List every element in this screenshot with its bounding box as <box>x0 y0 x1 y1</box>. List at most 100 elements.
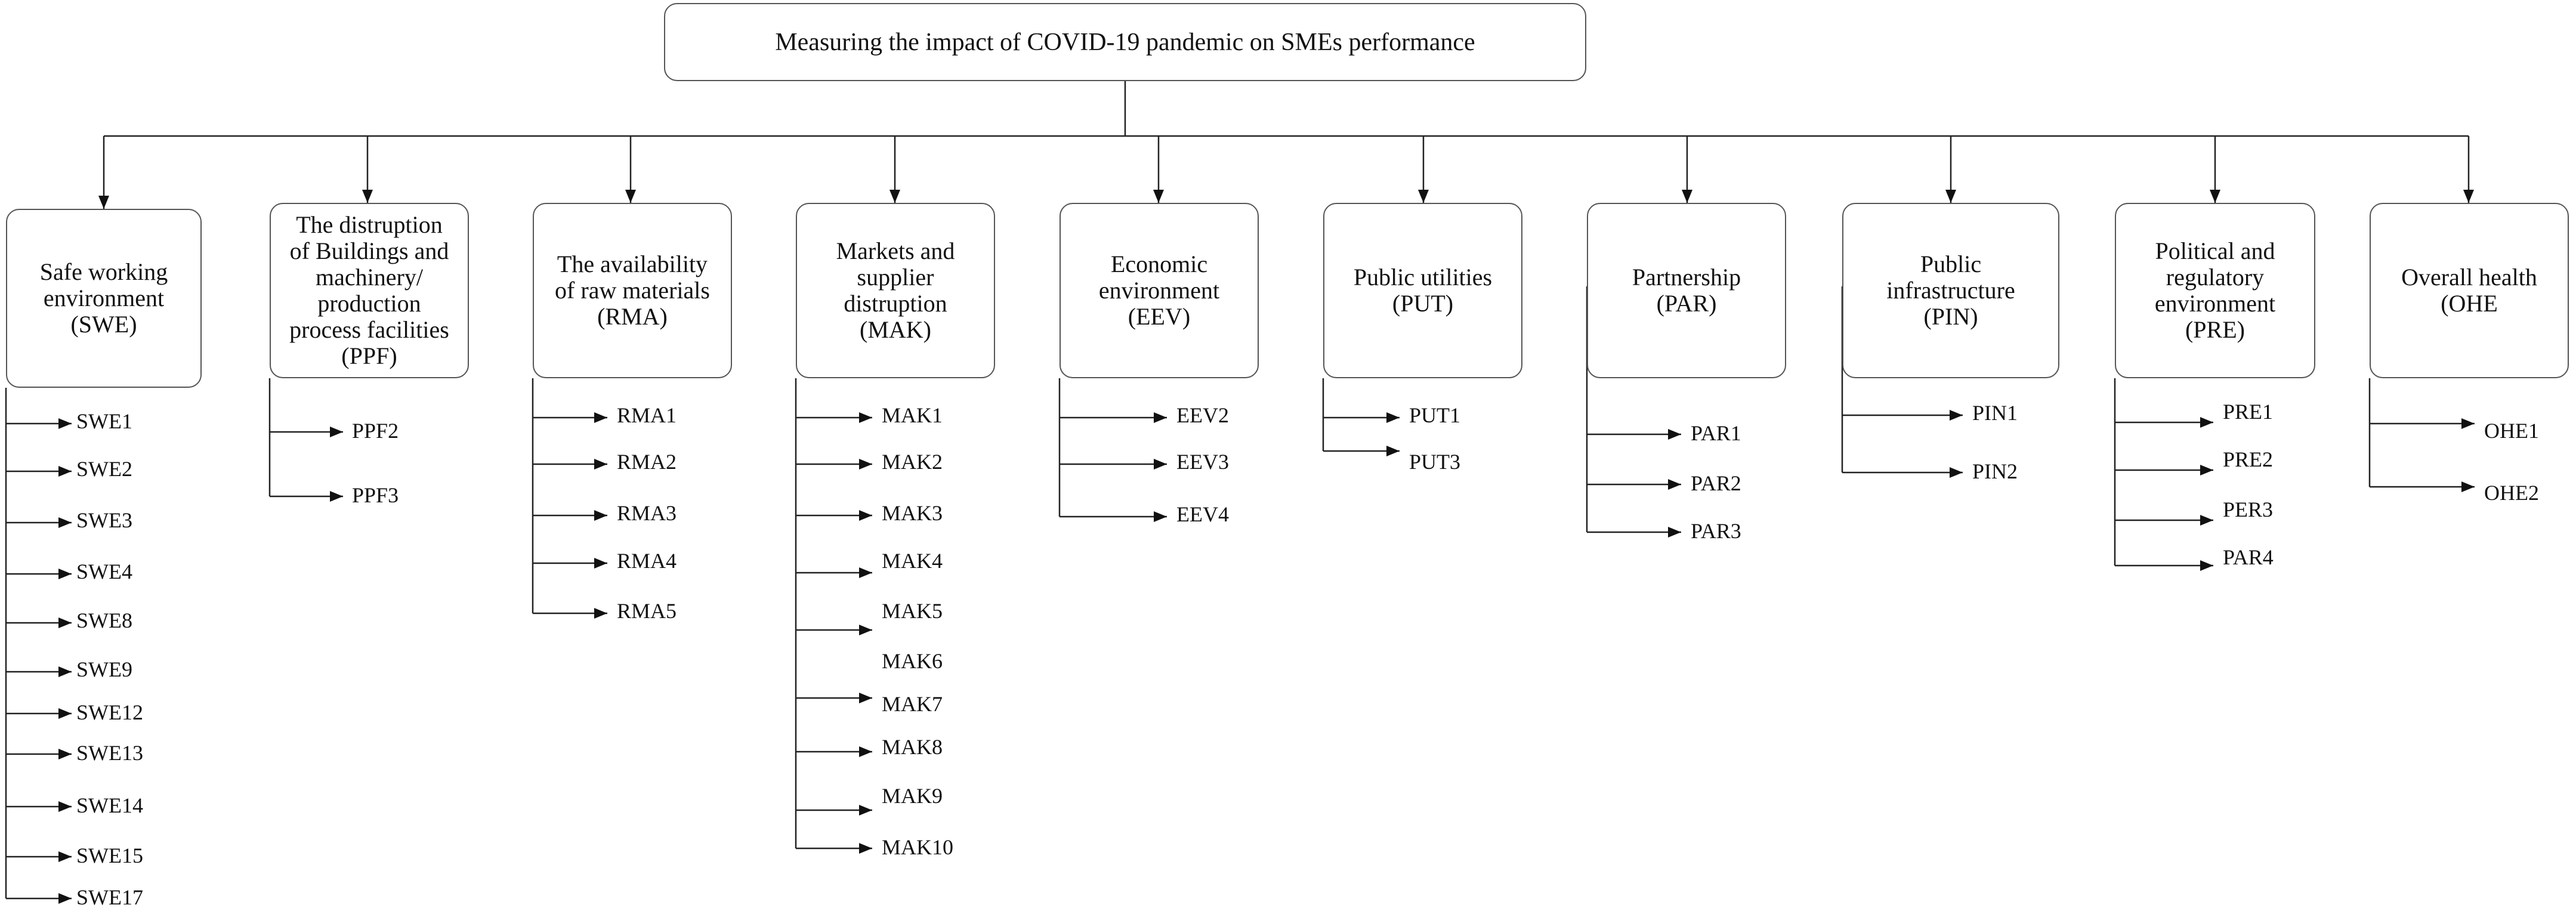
arrowhead-right <box>330 491 343 502</box>
item-label: MAK1 <box>882 403 943 427</box>
arrowhead-right <box>330 427 343 437</box>
arrowhead-right <box>58 617 72 628</box>
arrowhead-right <box>1154 459 1167 470</box>
arrowhead-right <box>58 749 72 759</box>
item-label: SWE4 <box>76 560 132 583</box>
category-box-pin: Public infrastructure (PIN) <box>1842 203 2059 378</box>
item-label: SWE1 <box>76 409 132 433</box>
root-title: Measuring the impact of COVID-19 pandemi… <box>775 28 1475 56</box>
item-label: SWE15 <box>76 844 143 867</box>
arrowhead-down <box>1153 190 1164 203</box>
item-label: MAK2 <box>882 450 943 474</box>
arrowhead-right <box>859 805 872 816</box>
item-label: SWE2 <box>76 457 132 481</box>
item-label: MAK7 <box>882 692 943 716</box>
arrowhead-right <box>1950 410 1963 421</box>
item-label: RMA4 <box>617 549 677 573</box>
arrowhead-right <box>859 746 872 757</box>
arrowhead-right <box>859 567 872 578</box>
category-title-eev: Economic environment (EEV) <box>1098 251 1220 330</box>
category-title-ppf: The distruption of Buildings and machine… <box>289 211 449 369</box>
arrowhead-right <box>594 412 607 423</box>
arrowhead-down <box>889 190 900 203</box>
arrowhead-down <box>1682 190 1692 203</box>
category-box-par: Partnership (PAR) <box>1587 203 1786 378</box>
category-title-put: Public utilities (PUT) <box>1353 264 1493 317</box>
category-title-rma: The availability of raw materials (RMA) <box>555 251 710 330</box>
arrowhead-right <box>594 510 607 521</box>
item-label: MAK4 <box>882 549 943 573</box>
arrowhead-right <box>859 843 872 854</box>
arrowhead-right <box>1154 412 1167 423</box>
item-label: EEV3 <box>1176 450 1229 474</box>
item-label: PAR4 <box>2223 545 2274 569</box>
item-label: PPF2 <box>352 419 399 443</box>
item-label: PPF3 <box>352 483 399 507</box>
arrowhead-right <box>58 666 72 677</box>
category-title-pin: Public infrastructure (PIN) <box>1886 251 2015 330</box>
category-box-put: Public utilities (PUT) <box>1323 203 1522 378</box>
category-title-pre: Political and regulatory environment (PR… <box>2154 237 2276 343</box>
arrowhead-down <box>1945 190 1956 203</box>
item-label: SWE17 <box>76 885 143 909</box>
arrowhead-right <box>859 625 872 635</box>
arrowhead-right <box>1668 527 1681 538</box>
item-label: SWE13 <box>76 741 143 765</box>
arrowhead-right <box>58 708 72 719</box>
category-box-eev: Economic environment (EEV) <box>1060 203 1259 378</box>
item-label: PER3 <box>2223 498 2274 521</box>
arrowhead-down <box>2463 190 2474 203</box>
category-box-pre: Political and regulatory environment (PR… <box>2115 203 2315 378</box>
arrowhead-down <box>1418 190 1429 203</box>
category-box-mak: Markets and supplier distruption (MAK) <box>796 203 995 378</box>
item-label: EEV2 <box>1176 403 1229 427</box>
category-box-swe: Safe working environment (SWE) <box>6 209 202 388</box>
item-label: SWE9 <box>76 657 132 681</box>
item-label: MAK9 <box>882 784 943 808</box>
category-box-rma: The availability of raw materials (RMA) <box>533 203 732 378</box>
arrowhead-right <box>2200 560 2213 571</box>
category-title-mak: Markets and supplier distruption (MAK) <box>836 237 955 343</box>
arrowhead-right <box>1668 479 1681 490</box>
item-label: MAK3 <box>882 501 943 525</box>
arrowhead-down <box>362 190 373 203</box>
category-title-swe: Safe working environment (SWE) <box>39 258 168 338</box>
arrowhead-right <box>2461 418 2475 429</box>
item-label: SWE3 <box>76 508 132 532</box>
arrowhead-down <box>625 190 636 203</box>
arrowhead-right <box>58 517 72 528</box>
arrowhead-right <box>859 693 872 703</box>
item-label: EEV4 <box>1176 502 1229 526</box>
root-box: Measuring the impact of COVID-19 pandemi… <box>664 3 1586 81</box>
item-label: RMA2 <box>617 450 677 474</box>
arrowhead-right <box>58 466 72 477</box>
item-label: MAK6 <box>882 649 943 673</box>
item-label: OHE1 <box>2484 419 2539 443</box>
arrowhead-right <box>1386 446 1400 456</box>
arrowhead-right <box>2200 417 2213 428</box>
arrowhead-right <box>859 412 872 423</box>
arrowhead-right <box>58 893 72 904</box>
arrowhead-right <box>58 801 72 812</box>
item-label: MAK10 <box>882 835 954 859</box>
arrowhead-right <box>594 558 607 569</box>
item-label: PUT1 <box>1409 403 1461 427</box>
category-box-ohe: Overall health (OHE <box>2370 203 2569 378</box>
arrowhead-right <box>2200 515 2213 526</box>
item-label: PAR1 <box>1691 421 1741 445</box>
arrowhead-right <box>594 459 607 470</box>
item-label: PRE1 <box>2223 400 2274 424</box>
item-label: RMA1 <box>617 403 677 427</box>
item-label: PIN2 <box>1972 459 2018 483</box>
arrowhead-right <box>58 569 72 579</box>
item-label: SWE12 <box>76 700 143 724</box>
item-label: SWE14 <box>76 793 143 817</box>
item-label: OHE2 <box>2484 481 2539 505</box>
item-label: RMA5 <box>617 599 677 623</box>
category-title-ohe: Overall health (OHE <box>2401 264 2537 317</box>
arrowhead-down <box>2210 190 2220 203</box>
item-label: PRE2 <box>2223 447 2274 471</box>
arrowhead-right <box>58 851 72 862</box>
